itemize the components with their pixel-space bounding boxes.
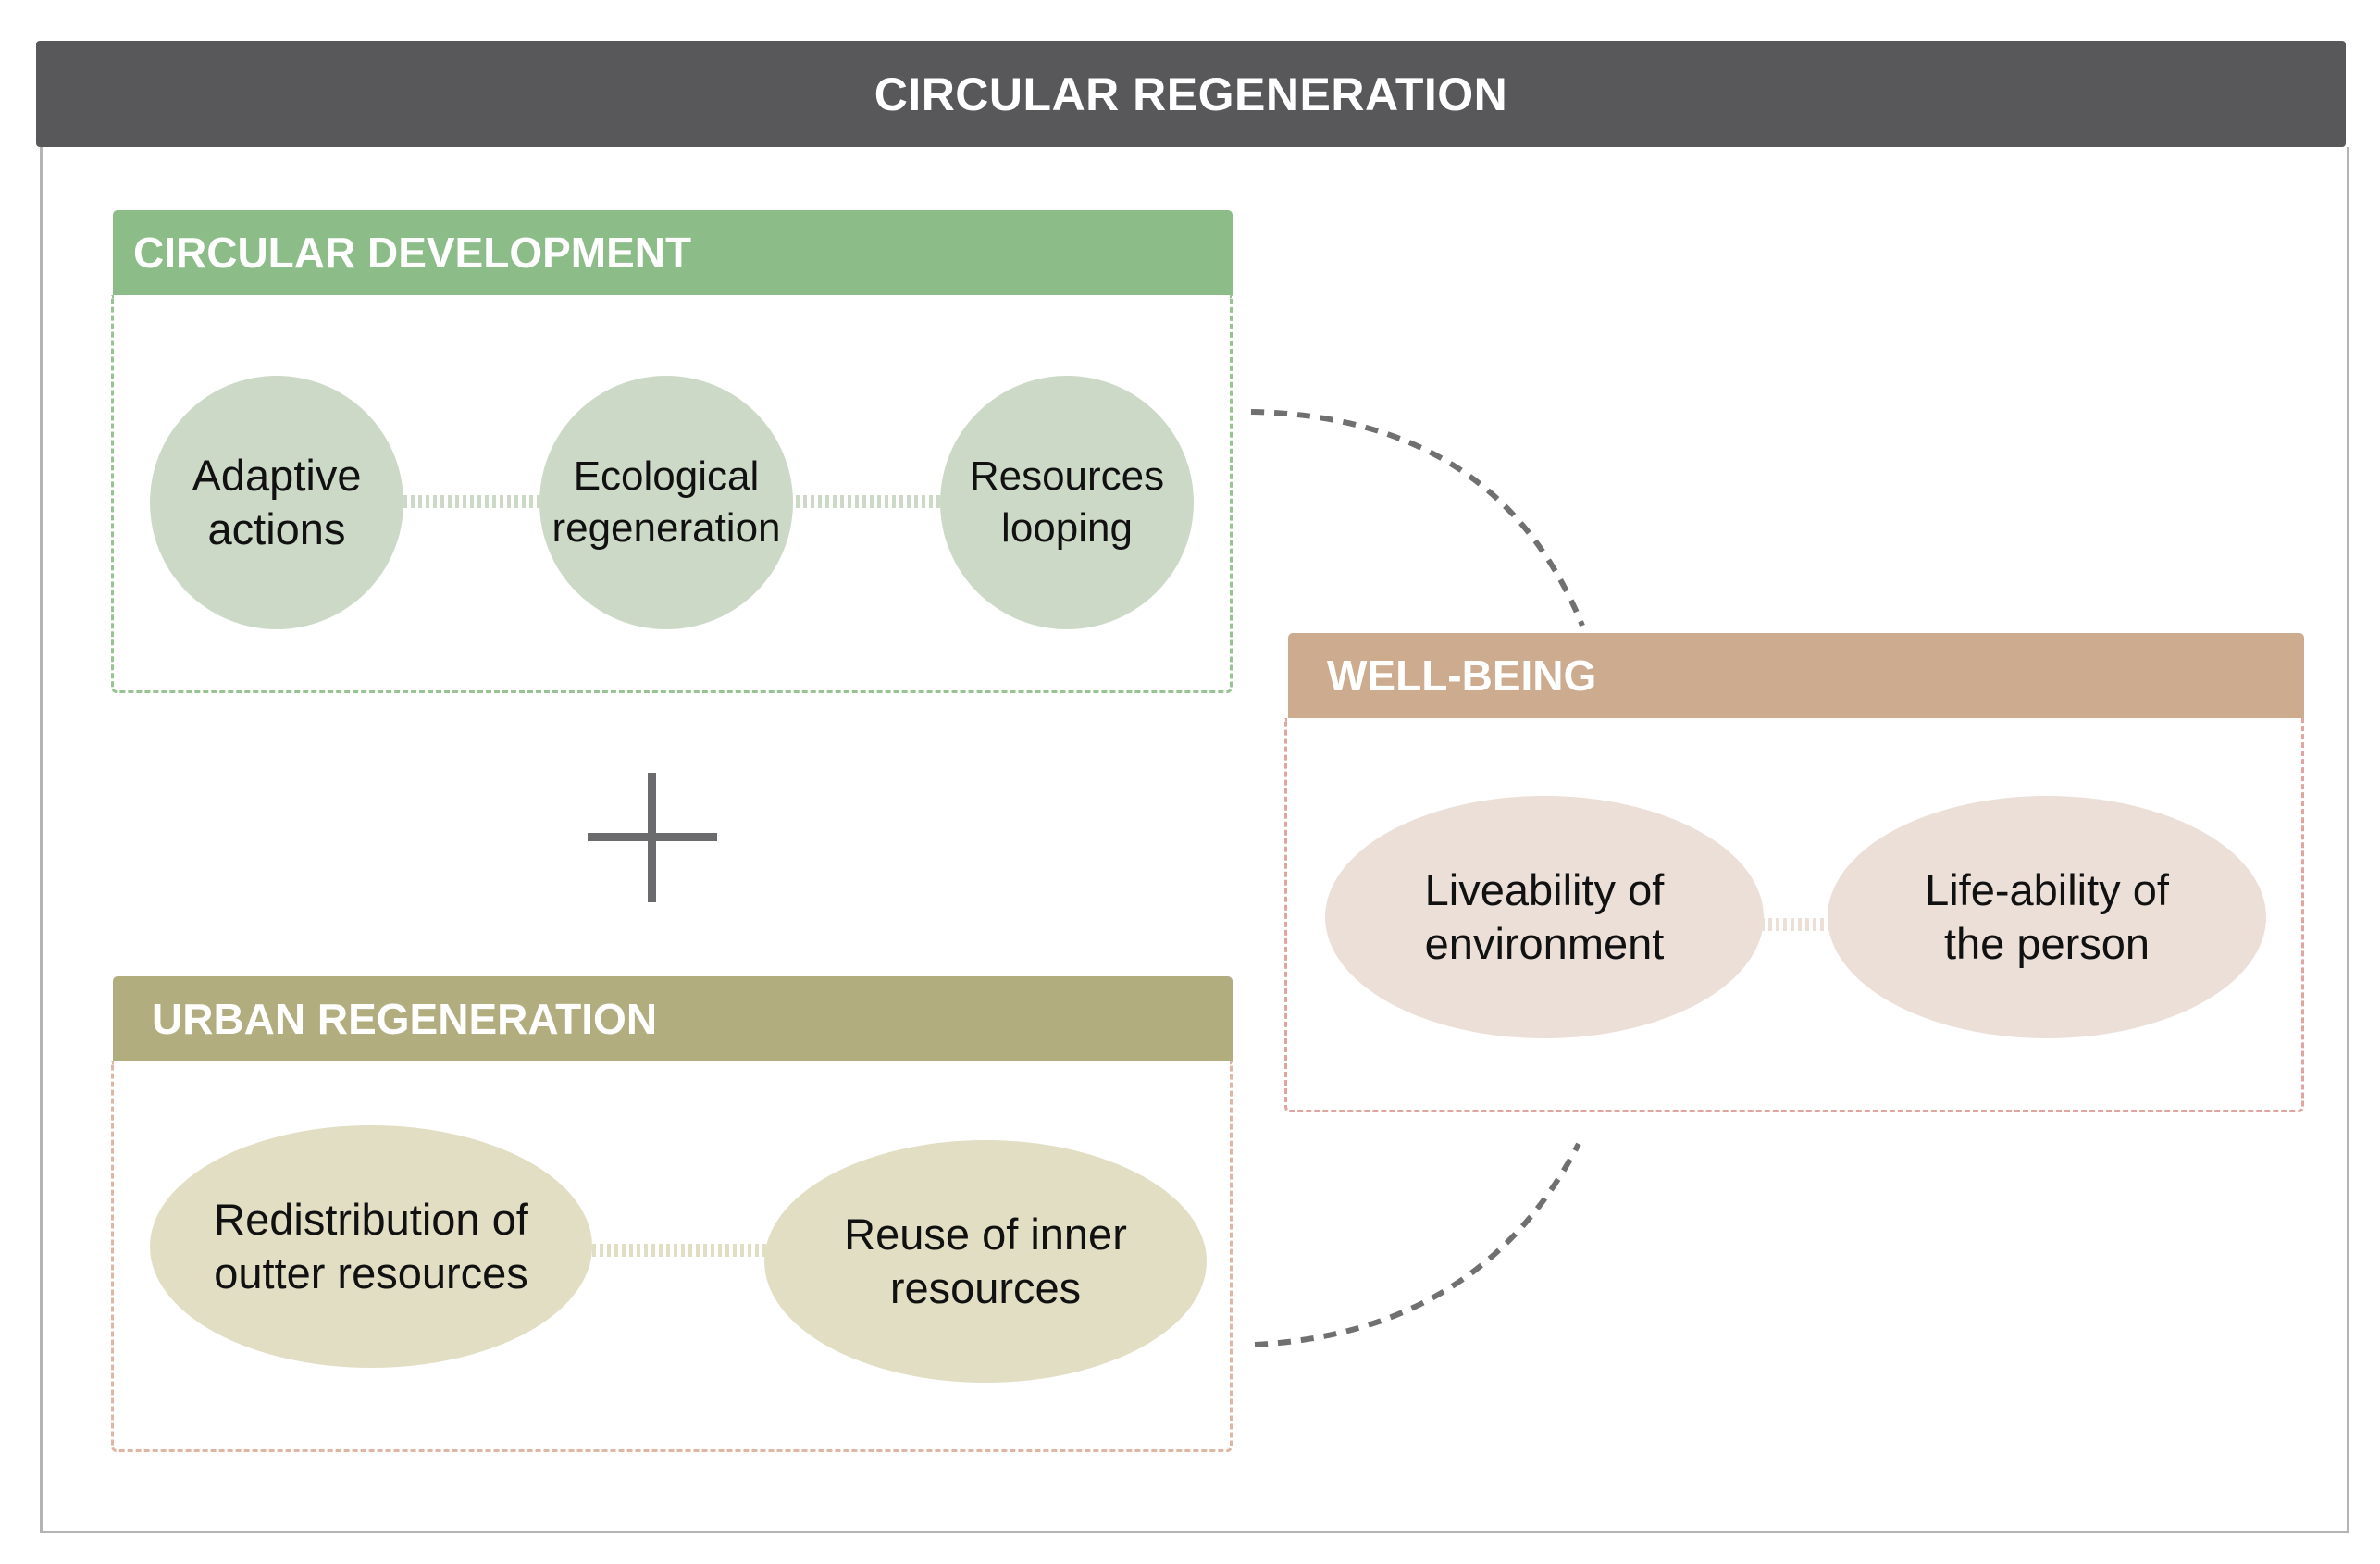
diagram-title: CIRCULAR REGENERATION — [874, 68, 1508, 120]
top-arc — [1250, 409, 1585, 627]
title-bar: CIRCULAR REGENERATION — [36, 41, 2346, 147]
circular-connector-1 — [403, 495, 540, 508]
well-being-header: WELL-BEING — [1288, 633, 2304, 718]
urban-regeneration-header: URBAN REGENERATION — [113, 976, 1233, 1061]
bottom-arc — [1254, 1142, 1581, 1347]
urban-regeneration-label: URBAN REGENERATION — [152, 995, 658, 1043]
plus-icon — [588, 773, 717, 902]
well-being-box — [1284, 718, 2304, 1112]
circular-connector-2 — [788, 495, 940, 508]
circular-development-label: CIRCULAR DEVELOPMENT — [133, 229, 692, 277]
well-being-label: WELL-BEING — [1327, 652, 1597, 700]
well-being-connector — [1761, 918, 1829, 931]
circular-development-header: CIRCULAR DEVELOPMENT — [113, 210, 1233, 295]
circular-development-box — [111, 295, 1233, 693]
outer-frame — [40, 147, 2349, 1533]
urban-connector — [592, 1244, 766, 1257]
urban-regeneration-box — [111, 1061, 1233, 1452]
